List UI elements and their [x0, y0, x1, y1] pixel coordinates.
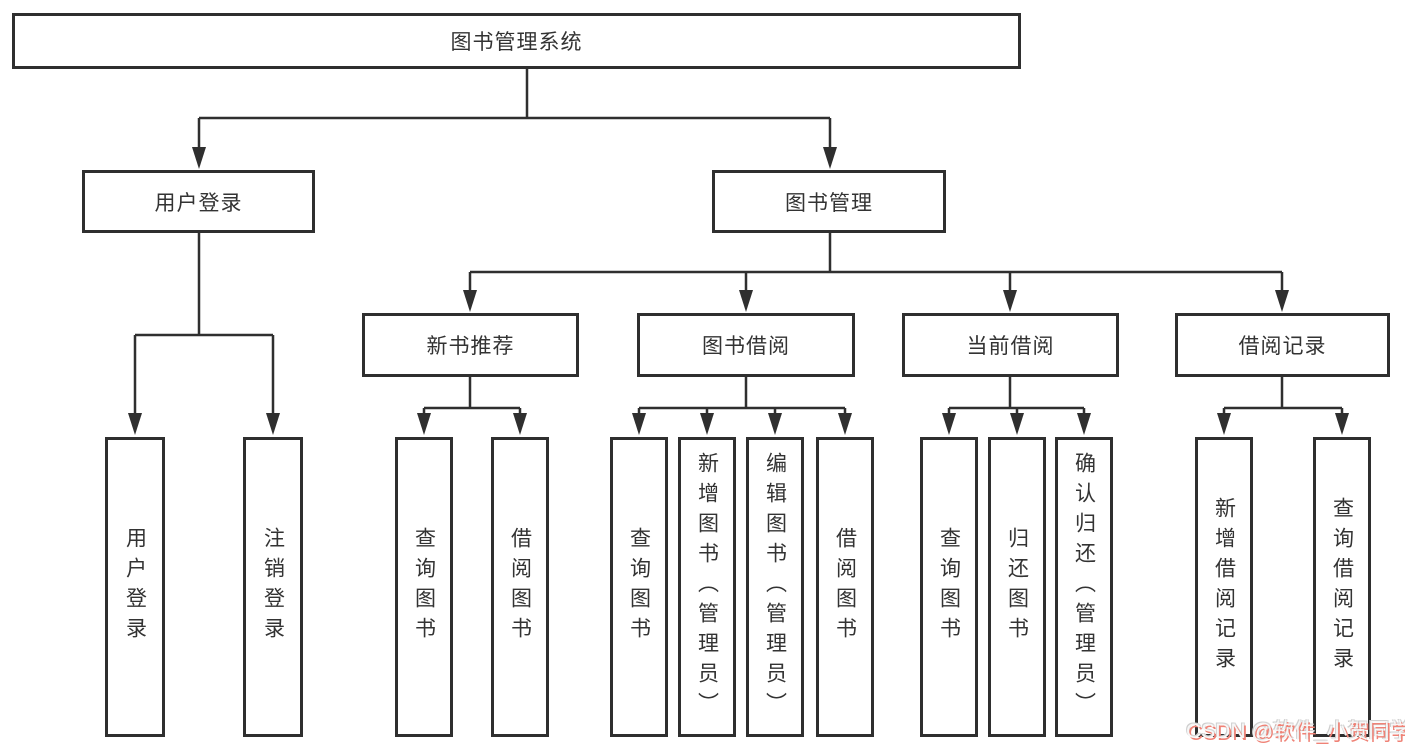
leaf-query-books-current: 查询图书 — [920, 437, 978, 737]
edge-current-borrow-to-children — [947, 377, 1086, 414]
arrow-icon — [1335, 413, 1349, 435]
leaf-add-borrow-record: 新增借阅记录 — [1195, 437, 1253, 737]
arrow-icon — [513, 413, 527, 435]
csdn-watermark: CSDN @软件_小贺同学 — [1186, 720, 1405, 743]
leaf-confirm-return-admin: 确认归还（管理员） — [1055, 437, 1113, 737]
arrow-icon — [700, 413, 714, 435]
node-borrowing-records: 借阅记录 — [1175, 313, 1390, 377]
arrow-icon — [1077, 413, 1091, 435]
leaf-return-books: 归还图书 — [988, 437, 1046, 737]
leaf-edit-books-admin: 编辑图书（管理员） — [746, 437, 804, 737]
arrow-icon — [838, 413, 852, 435]
edge-book-mgmt-to-children — [468, 233, 1284, 291]
arrow-icon — [768, 413, 782, 435]
arrow-icon — [463, 290, 477, 312]
edge-user-login-to-children — [133, 233, 275, 414]
arrow-icon — [942, 413, 956, 435]
leaf-query-books-recommend: 查询图书 — [395, 437, 453, 737]
edge-new-books-to-children — [422, 377, 522, 414]
edge-book-borrow-to-children — [637, 377, 847, 414]
arrow-icon — [1217, 413, 1231, 435]
leaf-query-borrow-record: 查询借阅记录 — [1313, 437, 1371, 737]
leaf-user-login: 用户登录 — [105, 437, 165, 737]
arrow-icon — [266, 413, 280, 435]
arrow-icon — [1275, 290, 1289, 312]
edge-borrow-records-to-children — [1222, 377, 1344, 414]
node-book-borrowing: 图书借阅 — [637, 313, 855, 377]
arrow-icon — [632, 413, 646, 435]
arrow-icon — [417, 413, 431, 435]
leaf-query-books-borrow: 查询图书 — [610, 437, 668, 737]
node-user-login: 用户登录 — [82, 170, 315, 233]
arrow-icon — [739, 290, 753, 312]
leaf-borrow-books-recommend: 借阅图书 — [491, 437, 549, 737]
node-book-management: 图书管理 — [712, 170, 946, 233]
edge-root-to-level2 — [197, 69, 832, 148]
arrow-icon — [1010, 413, 1024, 435]
arrowheads — [128, 147, 1349, 435]
node-current-borrowing: 当前借阅 — [902, 313, 1119, 377]
leaf-borrow-books: 借阅图书 — [816, 437, 874, 737]
arrow-icon — [823, 147, 837, 169]
arrow-icon — [192, 147, 206, 169]
arrow-icon — [1003, 290, 1017, 312]
leaf-add-books-admin: 新增图书（管理员） — [678, 437, 736, 737]
leaf-logout: 注销登录 — [243, 437, 303, 737]
node-library-management-system: 图书管理系统 — [12, 13, 1021, 69]
node-new-book-recommendation: 新书推荐 — [362, 313, 579, 377]
arrow-icon — [128, 413, 142, 435]
